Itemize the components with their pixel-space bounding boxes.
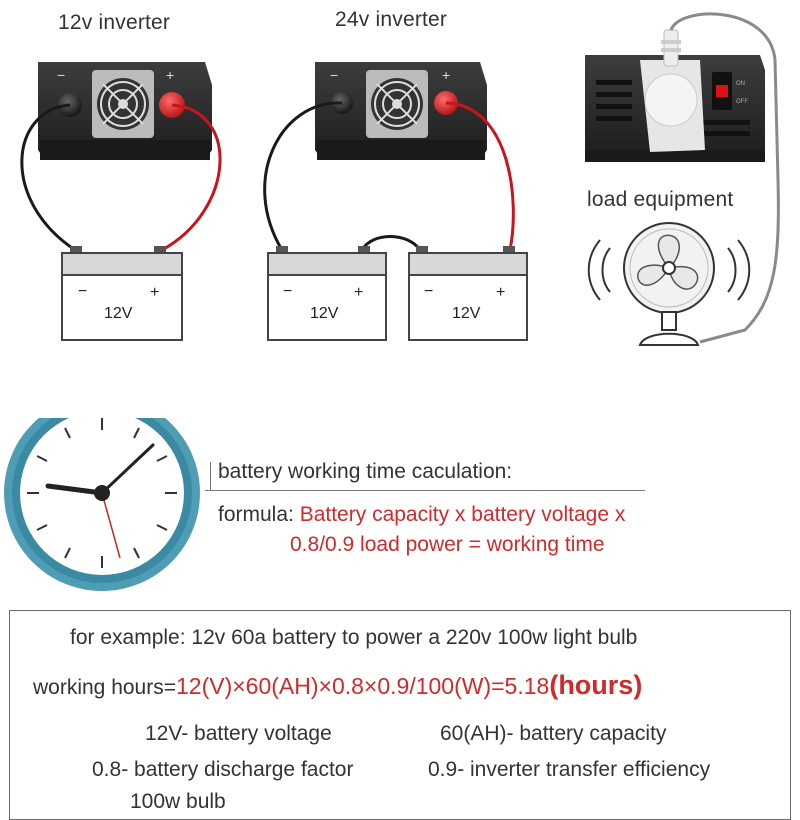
definition-transfer-efficiency: 0.9- inverter transfer efficiency (428, 758, 711, 781)
battery-3-neg: − (424, 283, 433, 300)
battery-3-voltage: 12V (452, 305, 481, 322)
battery-3-pos: + (496, 284, 505, 301)
battery-2-voltage: 12V (310, 305, 339, 322)
switch-on-label: ON (736, 81, 745, 87)
hours-prefix: working hours= (33, 676, 176, 699)
battery-2: − + 12V (267, 246, 387, 341)
inverter-24v-pos-symbol: + (442, 67, 450, 83)
wiring-diagram: − + − + (20, 12, 780, 346)
wire-12v-negative (20, 103, 76, 252)
wire-12v-positive (161, 103, 222, 252)
fan-icon (587, 222, 751, 346)
example-intro: for example: 12v 60a battery to power a … (70, 626, 638, 649)
formula-line-1: formula: Battery capacity x battery volt… (218, 503, 625, 527)
divider-vertical (210, 462, 211, 490)
formula-line-2: 0.8/0.9 load power = working time (290, 533, 605, 556)
wire-24v-negative (263, 101, 343, 251)
battery-2-pos: + (354, 284, 363, 301)
inverter-12v-pos-symbol: + (166, 67, 174, 83)
label-load-equipment: load equipment (587, 188, 734, 211)
calculation-title: battery working time caculation: (218, 460, 513, 483)
inverter-24v-fan-icon (366, 70, 428, 138)
clock-icon (4, 418, 200, 591)
definition-battery-capacity: 60(AH)- battery capacity (440, 722, 667, 745)
wire-24v-positive (445, 101, 515, 251)
definition-discharge-factor: 0.8- battery discharge factor (92, 758, 354, 781)
inverter-24v-neg-symbol: − (330, 67, 338, 83)
definition-battery-voltage: 12V- battery voltage (145, 722, 332, 745)
battery-1-neg: − (78, 283, 87, 300)
inverter-12v-fan-icon (92, 70, 154, 138)
inverter-12v-neg-symbol: − (57, 67, 65, 83)
hours-expression: 12(V)×60(AH)×0.8×0.9/100(W)=5.18 (176, 673, 550, 699)
formula-prefix: formula: (218, 503, 300, 526)
definition-partial: 100w bulb (130, 790, 226, 813)
inverter-socket-panel: ON OFF (585, 29, 765, 162)
inverter-12v: − + (38, 62, 212, 160)
working-hours-line: working hours=12(V)×60(AH)×0.8×0.9/100(W… (33, 670, 642, 701)
wire-series-link (360, 235, 422, 251)
battery-2-neg: − (283, 283, 292, 300)
label-12v-inverter: 12v inverter (58, 11, 171, 34)
divider (205, 490, 645, 491)
label-24v-inverter: 24v inverter (335, 8, 448, 31)
hours-unit: (hours) (549, 670, 643, 700)
inverter-24v: − + (315, 62, 487, 160)
battery-1: − + 12V (61, 246, 183, 341)
battery-1-voltage: 12V (104, 305, 133, 322)
switch-off-label: OFF (736, 99, 748, 105)
battery-1-pos: + (150, 284, 159, 301)
battery-3: − + 12V (408, 246, 528, 341)
formula-text-1: Battery capacity x battery voltage x (299, 503, 626, 526)
power-cord (669, 12, 780, 344)
